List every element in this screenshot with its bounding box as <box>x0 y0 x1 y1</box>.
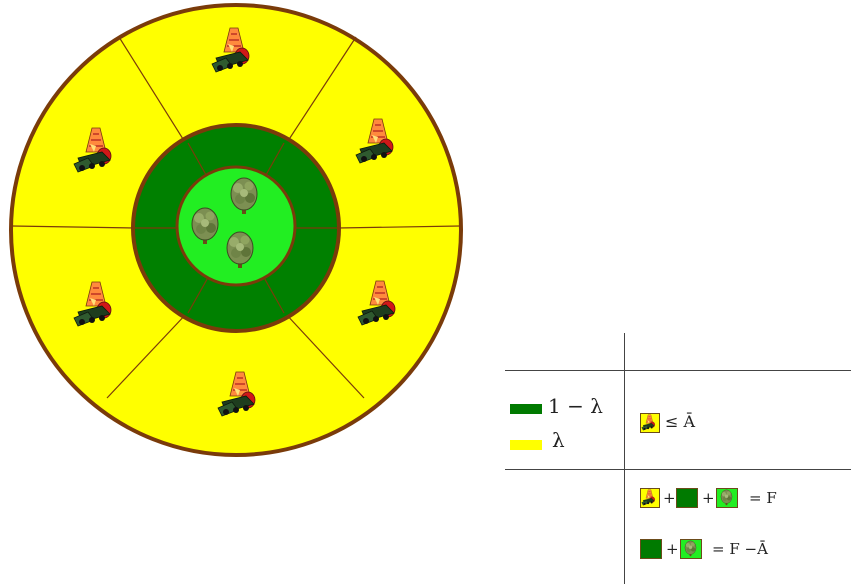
legend-swatch-dark <box>510 404 542 414</box>
tree-icon <box>680 539 702 559</box>
plus-sign: + <box>666 540 679 558</box>
plus-sign: + <box>663 489 676 507</box>
farm-machinery-icon <box>640 413 660 433</box>
table-top-rule <box>505 370 851 371</box>
tree-icon <box>716 488 738 508</box>
plus-sign: + <box>702 489 715 507</box>
table-middle-rule <box>505 469 851 470</box>
legend-swatch-light <box>510 440 542 450</box>
forest-ring-swatch <box>640 539 662 559</box>
legend-label-dark: 1 − λ <box>548 394 603 418</box>
equation-remainder: = F −Ā <box>712 540 768 558</box>
farm-machinery-icon <box>640 488 660 508</box>
equation-total: = F <box>749 489 777 507</box>
forest-ring-swatch <box>676 488 698 508</box>
constraint-expression: ≤ Ā <box>665 412 695 431</box>
legend-label-light: λ <box>552 428 565 452</box>
